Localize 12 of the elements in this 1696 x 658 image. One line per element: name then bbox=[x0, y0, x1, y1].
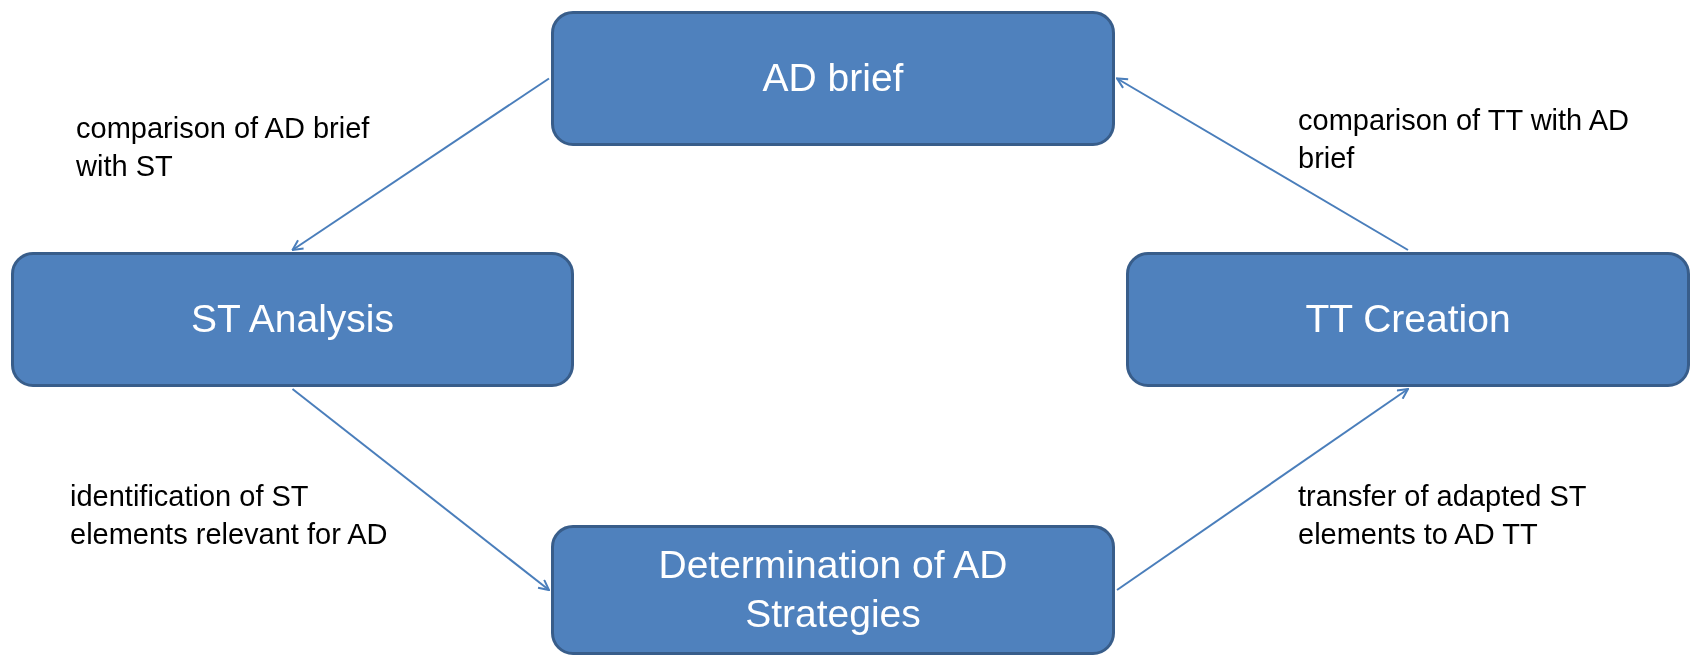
arrow bbox=[291, 388, 550, 591]
process-box: TT Creation bbox=[1126, 252, 1690, 387]
process-box: AD brief bbox=[551, 11, 1115, 146]
edge-label: identification of ST elements relevant for AD bbox=[70, 479, 389, 552]
edge-label: comparison of TT with AD brief bbox=[1298, 103, 1630, 176]
process-box: Determination of AD Strategies bbox=[551, 525, 1115, 655]
arrow bbox=[291, 77, 550, 251]
process-box: ST Analysis bbox=[11, 252, 574, 387]
arrow bbox=[1116, 77, 1409, 251]
edge-label: comparison of AD brief with ST bbox=[76, 111, 371, 184]
arrow bbox=[1116, 388, 1409, 591]
edge-label: transfer of adapted ST elements to AD TT bbox=[1298, 479, 1588, 552]
